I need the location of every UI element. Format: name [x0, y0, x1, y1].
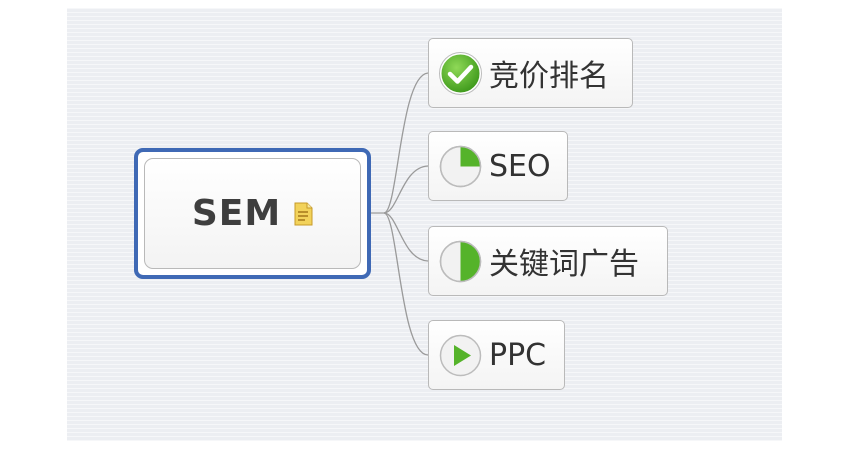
topic-label: 关键词广告	[489, 247, 639, 282]
connector-line	[383, 165, 429, 214]
connector-line	[383, 212, 429, 262]
mindmap-canvas	[67, 8, 782, 441]
topic-label: SEO	[489, 148, 551, 184]
central-topic[interactable]: SEM	[134, 148, 371, 279]
connector-line	[383, 212, 429, 356]
quarter-pie-icon	[438, 144, 483, 189]
play-icon	[438, 333, 483, 378]
central-topic-box: SEM	[144, 158, 361, 269]
note-icon[interactable]	[293, 202, 313, 230]
topic-label: PPC	[489, 337, 547, 373]
half-pie-icon	[438, 239, 483, 284]
topic-ppc[interactable]: PPC	[428, 320, 565, 390]
central-topic-label: SEM	[191, 193, 282, 234]
topic-seo[interactable]: SEO	[428, 131, 568, 201]
topic-bidding-ranking[interactable]: 竞价排名	[428, 38, 633, 108]
topic-keyword-ads[interactable]: 关键词广告	[428, 226, 668, 296]
topic-label: 竞价排名	[489, 59, 609, 94]
checkmark-icon	[438, 51, 483, 96]
connector-line	[371, 72, 429, 214]
